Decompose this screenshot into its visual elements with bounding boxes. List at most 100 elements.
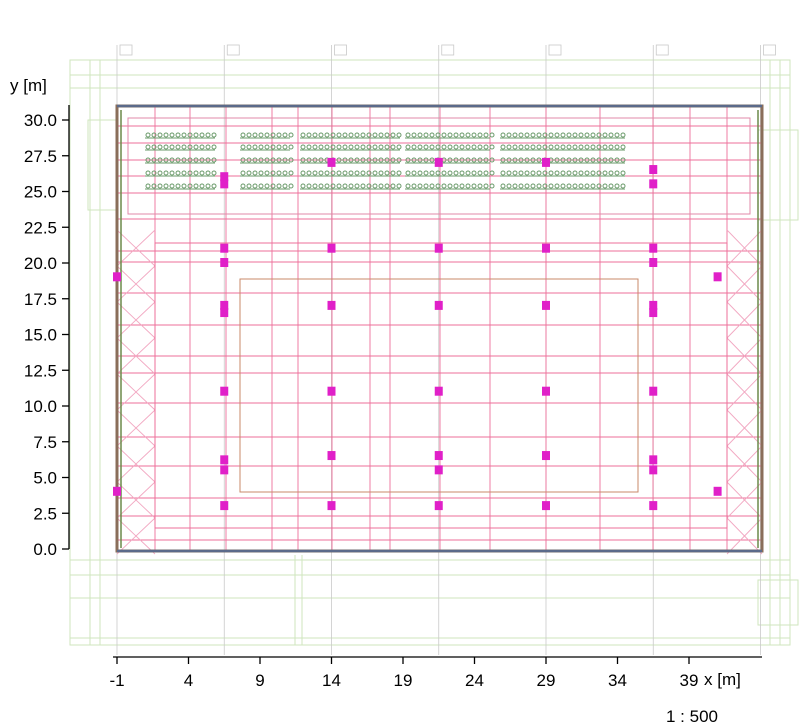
seat: [288, 183, 294, 189]
seat: [312, 157, 318, 163]
seat: [554, 183, 560, 189]
bracing: [726, 265, 763, 303]
seat: [151, 144, 157, 150]
column-axis-header: [655, 44, 669, 56]
seat: [252, 170, 258, 176]
column-marker: [434, 465, 443, 475]
column-marker: [327, 243, 336, 253]
seat: [378, 157, 384, 163]
seat: [423, 157, 429, 163]
seat: [417, 144, 423, 150]
seat: [199, 132, 205, 138]
seat: [465, 183, 471, 189]
seat: [378, 183, 384, 189]
bracing: [726, 445, 763, 483]
seat: [324, 183, 330, 189]
seat: [524, 157, 530, 163]
seat: [500, 183, 506, 189]
seat: [390, 157, 396, 163]
seat: [175, 132, 181, 138]
seat: [477, 157, 483, 163]
seat: [276, 157, 282, 163]
x-tick-label: 39: [680, 671, 699, 690]
seat: [518, 183, 524, 189]
seat: [390, 132, 396, 138]
seat: [453, 144, 459, 150]
x-axis-title: x [m]: [704, 670, 741, 689]
column-axis-header: [119, 44, 133, 56]
seat: [441, 144, 447, 150]
seat: [330, 183, 336, 189]
seat: [151, 183, 157, 189]
seat: [354, 144, 360, 150]
seat: [530, 183, 536, 189]
seat: [312, 132, 318, 138]
seat: [157, 183, 163, 189]
seat: [264, 132, 270, 138]
seat: [554, 157, 560, 163]
seat: [264, 183, 270, 189]
seat: [288, 170, 294, 176]
x-tick-label: -1: [109, 671, 124, 690]
seat: [175, 170, 181, 176]
seat: [429, 183, 435, 189]
seat: [246, 144, 252, 150]
seat: [372, 157, 378, 163]
y-axis-ticks: 30.027.525.022.520.017.515.012.510.07.55…: [24, 111, 69, 559]
seat: [318, 132, 324, 138]
bracing: [116, 265, 156, 303]
seat: [211, 132, 217, 138]
seat: [258, 144, 264, 150]
seat: [435, 170, 441, 176]
seat: [312, 144, 318, 150]
bracing: [726, 229, 763, 267]
seating-zone-boundary: [127, 117, 751, 215]
column-marker: [220, 308, 229, 318]
column-marker: [220, 258, 229, 267]
seat: [169, 144, 175, 150]
seat: [447, 157, 453, 163]
seat: [342, 170, 348, 176]
seat: [384, 183, 390, 189]
seat: [590, 132, 596, 138]
bracing: [726, 409, 763, 447]
seat: [417, 132, 423, 138]
seat: [396, 132, 402, 138]
seat: [471, 132, 477, 138]
column-marker: [327, 386, 336, 396]
column-marker: [434, 501, 443, 511]
seat: [390, 144, 396, 150]
seat: [620, 183, 626, 189]
seat: [240, 144, 246, 150]
seat: [512, 157, 518, 163]
seat: [459, 144, 465, 150]
seat: [396, 183, 402, 189]
seat: [423, 170, 429, 176]
seat: [411, 183, 417, 189]
seat: [459, 183, 465, 189]
seat: [518, 170, 524, 176]
seat: [330, 132, 336, 138]
seat: [453, 170, 459, 176]
seat: [288, 132, 294, 138]
seat: [366, 132, 372, 138]
seat: [282, 132, 288, 138]
seat: [240, 132, 246, 138]
seat: [366, 144, 372, 150]
seat: [193, 144, 199, 150]
column-marker: [113, 272, 121, 282]
seat: [483, 144, 489, 150]
seat: [518, 144, 524, 150]
seat: [614, 132, 620, 138]
seat: [366, 170, 372, 176]
seat: [366, 157, 372, 163]
axes: [68, 105, 762, 658]
x-tick-label: 14: [322, 671, 341, 690]
seat: [211, 144, 217, 150]
seat: [258, 170, 264, 176]
seat: [483, 183, 489, 189]
seat: [390, 170, 396, 176]
seat: [199, 170, 205, 176]
seat: [608, 157, 614, 163]
seat: [483, 170, 489, 176]
